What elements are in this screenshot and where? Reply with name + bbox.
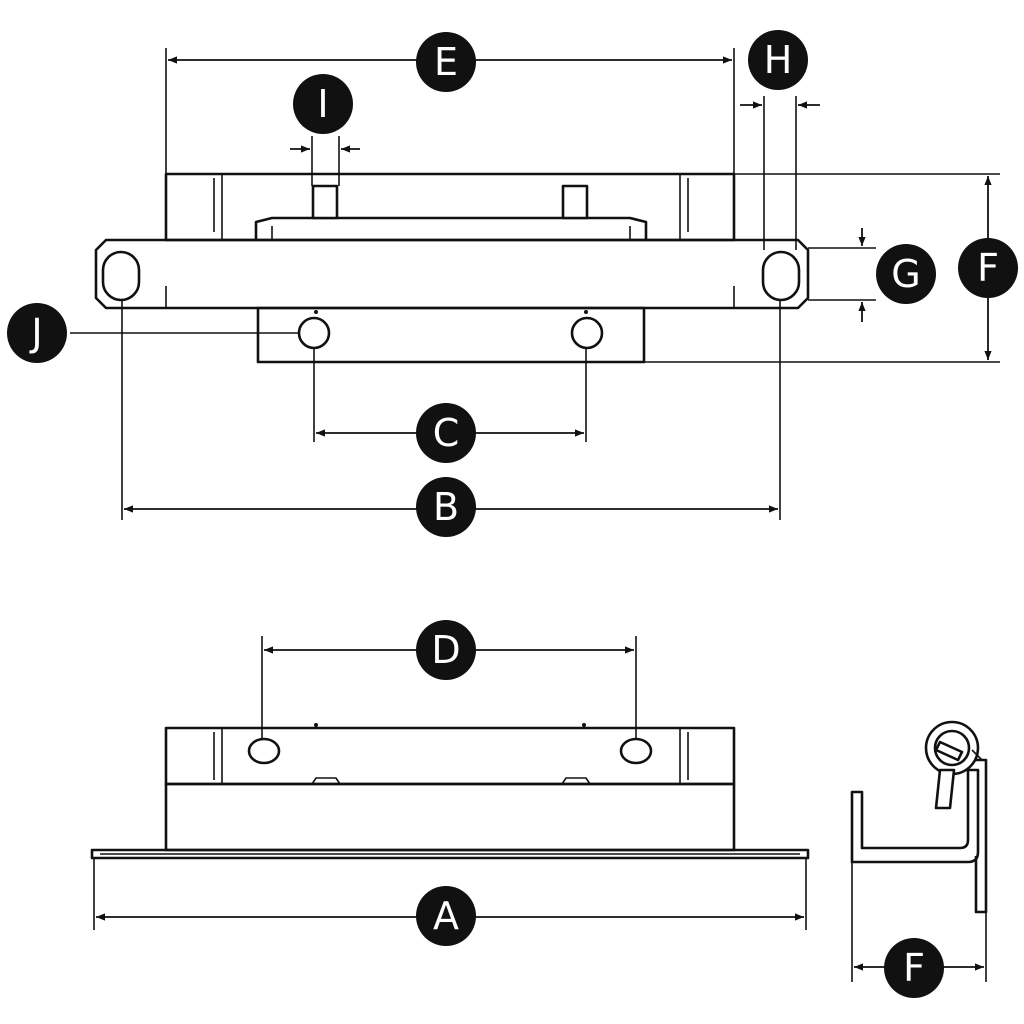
- extension-lines-top: [70, 48, 1000, 520]
- svg-text:F: F: [977, 246, 999, 290]
- label-badge-d: D: [416, 620, 476, 680]
- label-badge-e: E: [416, 32, 476, 92]
- top-hole-right: [570, 316, 604, 350]
- dimension-lines-top: [124, 56, 992, 513]
- top-hole-left: [297, 316, 331, 350]
- top-upper-block: [164, 172, 736, 242]
- label-badge-h: H: [748, 30, 808, 90]
- label-badge-f-side: F: [884, 938, 944, 998]
- label-badge-g: G: [876, 244, 936, 304]
- label-badge-f-top: F: [958, 238, 1018, 298]
- svg-text:A: A: [433, 894, 459, 938]
- label-badge-a: A: [416, 886, 476, 946]
- label-badge-c: C: [416, 403, 476, 463]
- extension-lines-front: [93, 636, 807, 930]
- svg-text:J: J: [29, 311, 42, 355]
- front-lower-block: [164, 782, 736, 852]
- top-main-plate: [94, 238, 810, 310]
- top-slot-right: [761, 250, 801, 302]
- svg-text:G: G: [891, 252, 920, 296]
- label-badge-i: I: [293, 74, 353, 134]
- svg-text:H: H: [764, 38, 793, 82]
- svg-text:D: D: [431, 628, 460, 672]
- top-inner-rail: [254, 216, 648, 240]
- front-view: [90, 723, 810, 860]
- label-badge-j: J: [7, 303, 67, 363]
- svg-text:I: I: [317, 82, 328, 126]
- side-clamp-tab: [934, 768, 956, 810]
- side-l-bracket: [850, 768, 980, 864]
- side-clamp-bolt: [934, 740, 964, 762]
- top-pin-right: [561, 184, 589, 220]
- svg-text:E: E: [434, 40, 458, 84]
- top-slot-left: [101, 250, 141, 302]
- side-view: [850, 720, 988, 982]
- svg-text:C: C: [433, 411, 460, 455]
- front-hole-right: [619, 737, 653, 765]
- top-lower-tab: [256, 306, 646, 364]
- top-pin-left: [311, 184, 339, 220]
- top-view: [94, 172, 810, 364]
- label-badge-b: B: [416, 477, 476, 537]
- svg-text:F: F: [903, 946, 925, 990]
- front-hole-left: [247, 737, 281, 765]
- svg-text:B: B: [433, 485, 459, 529]
- front-base-plate: [90, 848, 810, 860]
